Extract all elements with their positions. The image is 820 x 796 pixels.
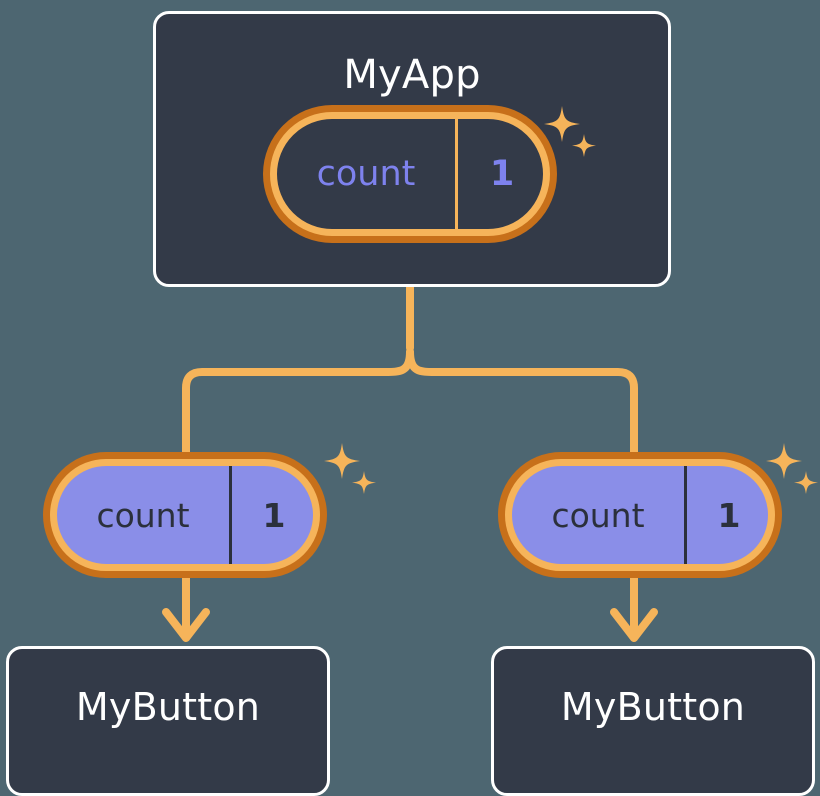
state-pill-child-right-key: count (551, 495, 645, 535)
state-pill-child-right-value: 1 (684, 466, 768, 564)
sparkles-icon (324, 443, 376, 494)
connector-branch-right (406, 348, 638, 463)
arrow-down-icon-right (610, 608, 658, 642)
state-pill-child-left-key: count (96, 495, 190, 535)
node-mybutton-left[interactable]: MyButton (6, 646, 330, 796)
state-pill-root-key: count (316, 154, 416, 194)
state-pill-root[interactable]: count 1 (270, 112, 550, 236)
state-pill-child-left-value: 1 (229, 466, 313, 564)
state-pill-child-right[interactable]: count 1 (505, 459, 775, 571)
node-myapp-label: MyApp (343, 52, 481, 98)
node-mybutton-left-label: MyButton (75, 685, 261, 729)
node-mybutton-right[interactable]: MyButton (491, 646, 815, 796)
state-pill-root-value: 1 (455, 119, 543, 229)
connector-branch-left (182, 348, 414, 463)
arrow-down-icon-left (162, 608, 210, 642)
node-mybutton-right-label: MyButton (560, 685, 746, 729)
diagram-canvas: MyApp count 1 count 1 MyButton count 1 M… (6, 11, 818, 796)
state-pill-child-left[interactable]: count 1 (50, 459, 320, 571)
